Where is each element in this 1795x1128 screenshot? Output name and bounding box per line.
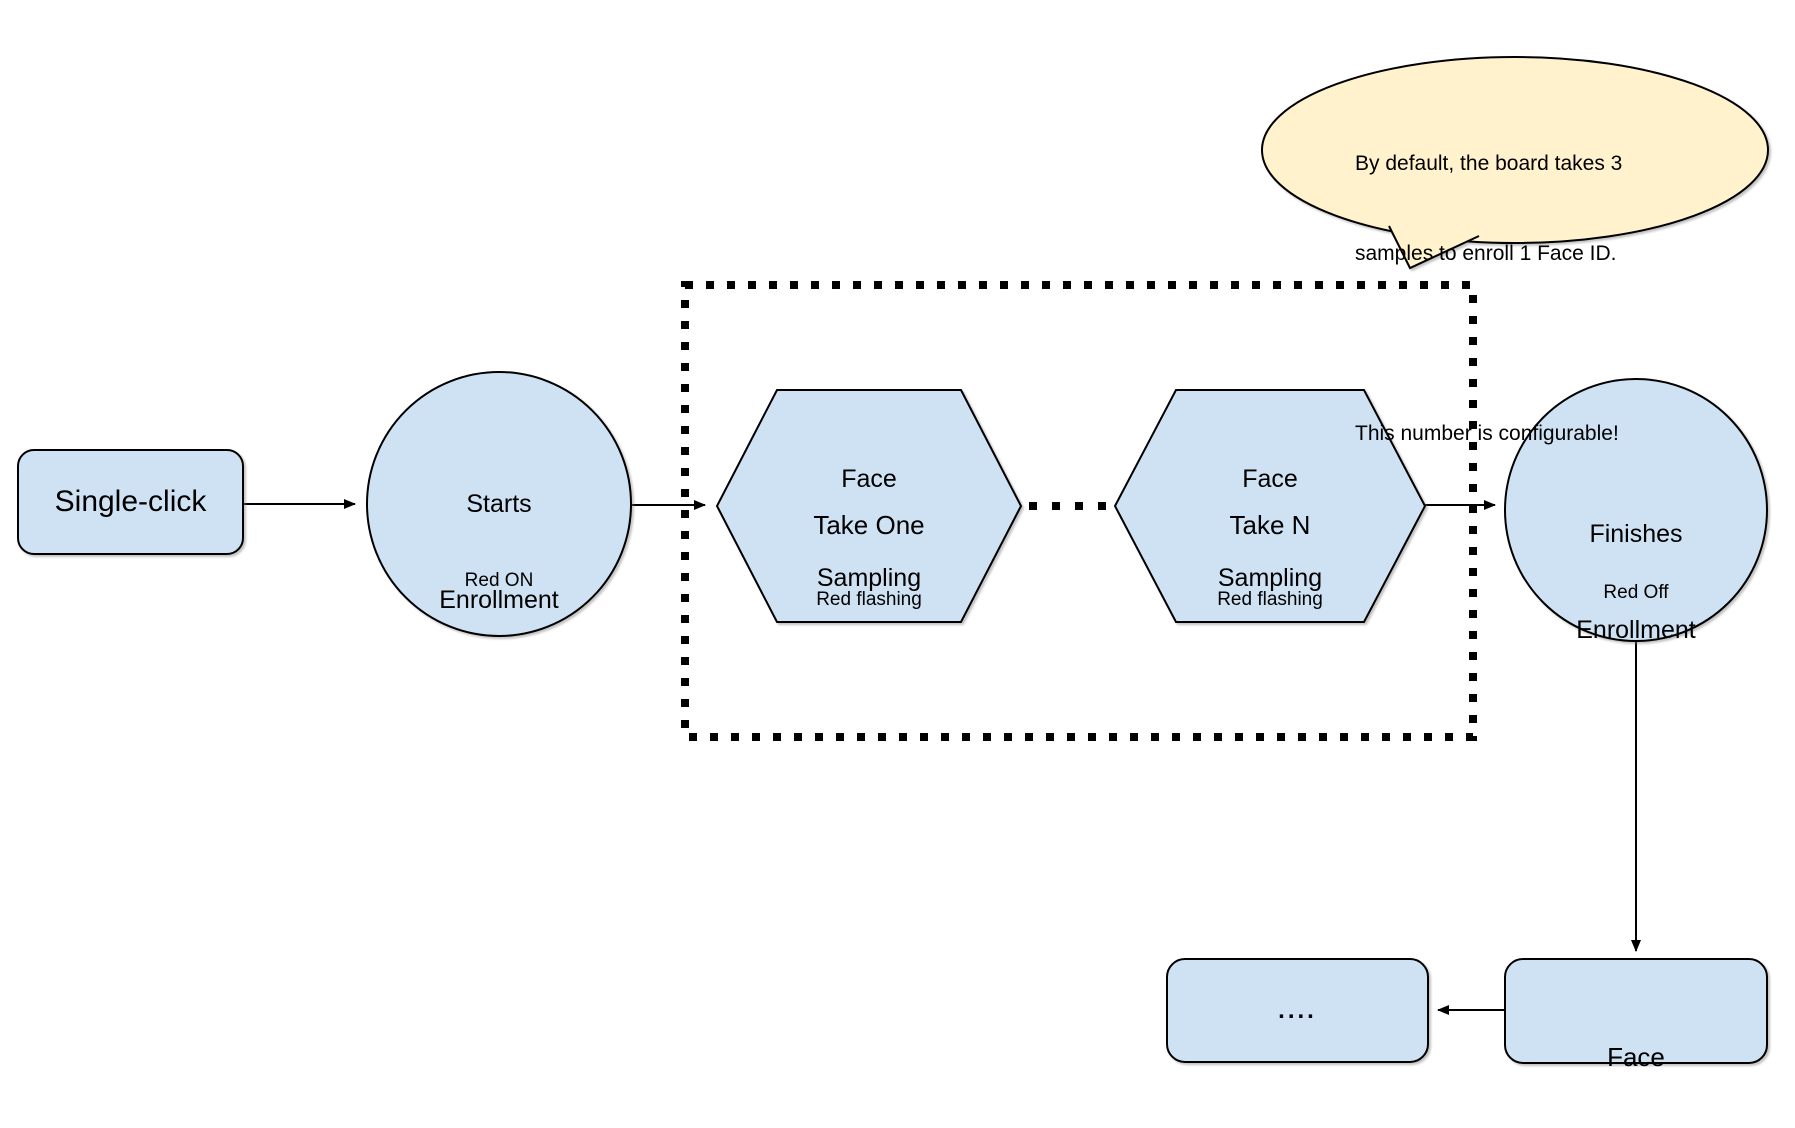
finishes-enrollment-line1: Finishes	[1589, 520, 1683, 548]
callout-line3: This number is configurable!	[1355, 422, 1619, 445]
finishes-enrollment-line2: Enrollment	[1576, 616, 1696, 644]
face-sampling-one-status: Red flashing	[816, 589, 922, 610]
face-sampling-n-line2: Sampling	[1217, 564, 1323, 592]
face-sampling-one-take: Take One	[813, 510, 925, 540]
starts-enrollment-status: Red ON	[464, 570, 534, 591]
face-sampling-n-status: Red flashing	[1217, 589, 1323, 610]
starts-enrollment-line2: Enrollment	[439, 586, 559, 614]
callout-line2: samples to enroll 1 Face ID.	[1355, 242, 1617, 265]
finishes-enrollment-node	[1504, 378, 1768, 642]
starts-enrollment-label: Starts Enrollment	[367, 424, 631, 680]
finishes-enrollment-label: Finishes Enrollment	[1505, 454, 1767, 710]
callout-bubble-tail	[1388, 225, 1480, 270]
callout-bubble	[1261, 56, 1769, 244]
face-sampling-n-take: Take N	[1229, 510, 1311, 540]
callout-note: By default, the board takes 3 samples to…	[1355, 89, 1715, 509]
face-sampling-n-node	[1113, 389, 1427, 623]
connectors	[243, 499, 1641, 1015]
single-click-node	[17, 449, 244, 555]
face-detection-line1: Face	[1607, 1042, 1665, 1072]
face-sampling-n-line1: Face	[1242, 465, 1298, 493]
face-sampling-one-line2: Sampling	[816, 564, 922, 592]
callout-blank-line	[1355, 329, 1715, 359]
face-sampling-one-node	[715, 389, 1023, 623]
face-detection-label: Face Detection	[1505, 967, 1767, 1128]
face-detection-node	[1504, 958, 1768, 1064]
starts-enrollment-line1: Starts	[466, 490, 532, 518]
finishes-enrollment-status: Red Off	[1603, 582, 1669, 603]
face-sampling-one-line1: Face	[841, 465, 897, 493]
face-sampling-one-label: Face Sampling	[717, 397, 1021, 661]
face-sampling-n-label: Face Sampling	[1115, 397, 1425, 661]
continuation-node	[1166, 958, 1429, 1063]
continuation-label: ....	[1278, 996, 1317, 1024]
single-click-label: Single-click	[54, 485, 207, 518]
sampling-group-dotted-border	[681, 281, 1477, 741]
callout-line1: By default, the board takes 3	[1355, 152, 1623, 175]
starts-enrollment-node	[366, 371, 632, 637]
